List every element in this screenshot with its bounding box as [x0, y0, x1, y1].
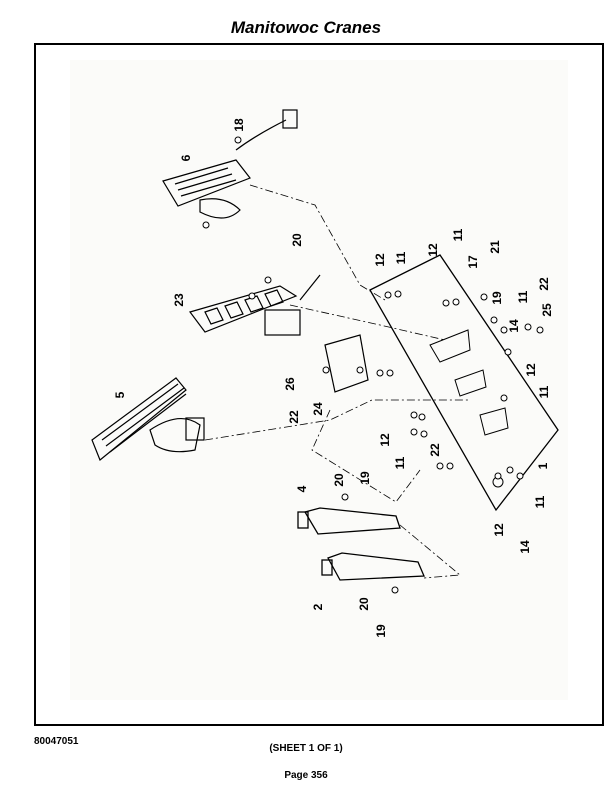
callouts: 18 6 20 23 5 26 22 24 12 11 12 11 17 21 … [113, 118, 554, 638]
callout-11-f: 11 [533, 495, 547, 508]
callout-26: 26 [283, 377, 297, 391]
callout-19-b: 19 [358, 471, 372, 485]
callout-25: 25 [540, 303, 554, 317]
callout-12-a: 12 [373, 253, 387, 267]
exploded-parts-drawing: 18 6 20 23 5 26 22 24 12 11 12 11 17 21 … [91, 109, 559, 638]
mounting-plate-24 [324, 334, 369, 393]
callout-12-c: 12 [524, 363, 538, 377]
bracket-4 [297, 507, 401, 535]
callout-11-a: 11 [394, 251, 408, 264]
callout-4: 4 [295, 485, 309, 492]
callout-6: 6 [179, 154, 193, 161]
callout-17: 17 [466, 255, 480, 269]
callout-19-c: 19 [374, 624, 388, 638]
drawing-number: 80047051 [34, 736, 79, 747]
pedal-5 [91, 377, 205, 461]
sheet-label: (SHEET 1 OF 1) [269, 743, 343, 754]
callout-5: 5 [113, 391, 127, 398]
callout-11-e: 11 [393, 456, 407, 469]
main-plate [369, 254, 559, 512]
callout-12-b: 12 [426, 243, 440, 257]
callout-11-c: 11 [516, 290, 530, 303]
callout-12-e: 12 [492, 523, 506, 537]
callout-11-d: 11 [537, 385, 551, 398]
bracket-2 [321, 552, 425, 581]
callout-14-b: 14 [518, 540, 532, 554]
pedal-23 [188, 274, 321, 336]
page-header-title: Manitowoc Cranes [230, 18, 382, 37]
callout-23: 23 [172, 293, 186, 307]
hardware [202, 136, 544, 594]
callout-1: 1 [536, 462, 550, 469]
callout-18: 18 [232, 118, 246, 132]
callout-14-a: 14 [507, 319, 521, 333]
callout-24: 24 [311, 402, 325, 416]
leader-lines [204, 184, 470, 579]
pedal-6 [162, 109, 298, 219]
callout-11-b: 11 [451, 228, 465, 241]
callout-12-d: 12 [378, 433, 392, 447]
callout-19-a: 19 [490, 291, 504, 305]
callout-2: 2 [311, 603, 325, 610]
callout-20-c: 20 [357, 597, 371, 611]
callout-22-b: 22 [537, 277, 551, 291]
callout-22-c: 22 [428, 443, 442, 457]
callout-20-b: 20 [332, 473, 346, 487]
page-number: Page 356 [284, 770, 328, 781]
callout-21: 21 [488, 240, 502, 254]
callout-22-a: 22 [287, 410, 301, 424]
callout-20-a: 20 [290, 233, 304, 247]
